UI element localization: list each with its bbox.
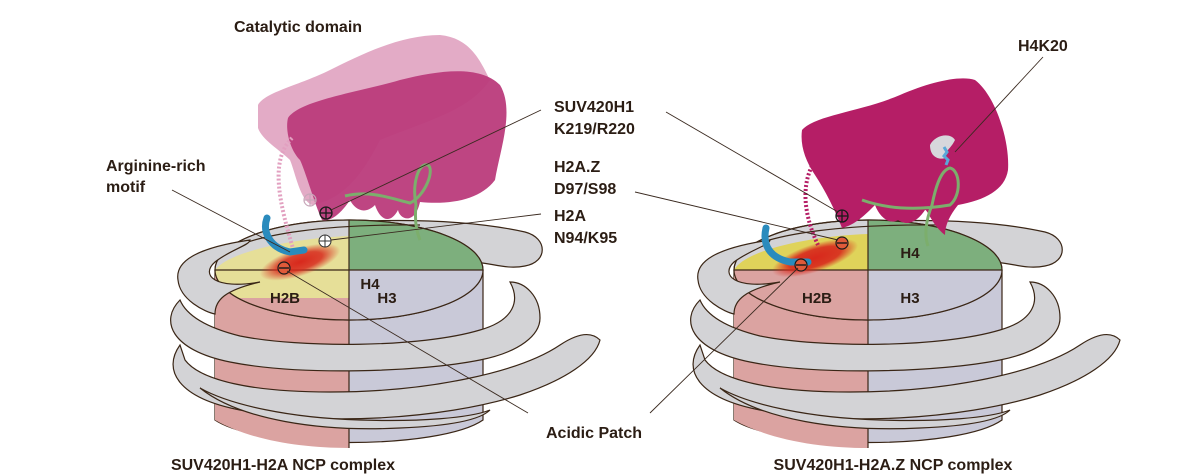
arginine-rich-motif-right [761,224,812,266]
label-h2b-right: H2B [802,290,832,307]
dna-strand-front-4 [199,387,491,430]
charge-positive-suv [319,206,333,220]
leader-lines [171,56,1044,414]
charge-positive-h2a [318,234,332,248]
label-acidic-patch: Acidic Patch [546,425,642,442]
active-site-pocket [930,135,955,159]
charge-positive-suv-right [835,209,849,223]
label-h3-right: H3 [900,290,919,307]
charge-negative-h2az [835,236,849,250]
left-panel: SUV420H1-H2A NCP complex H4 H2B H3 [170,35,601,474]
label-catalytic-domain: Catalytic domain [234,19,362,36]
label-arginine-rich-line2: motif [106,179,146,196]
h4k20-residue [942,146,950,166]
h4-tail-left [344,163,432,241]
label-h2b-left: H2B [270,290,300,307]
right-panel: SUV420H1-H2A.Z NCP complex H4 H2B H3 [690,78,1121,474]
dna-strand-front-1 [177,239,261,315]
label-arginine-rich-line1: Arginine-rich [106,158,206,175]
label-suv-line1: SUV420H1 [554,99,634,116]
catalytic-domain-left [287,71,507,221]
charge-positive-ghost [303,193,317,207]
label-h4-left: H4 [360,276,380,293]
label-h4-right: H4 [900,245,920,262]
label-h3-left: H3 [377,290,396,307]
label-h2a-line1: H2A [554,208,586,225]
dna-strand-front-2-right [690,281,1061,372]
panel-title-left: SUV420H1-H2A NCP complex [171,457,395,474]
dna-strand-front-4-right [719,387,1011,430]
label-h4k20: H4K20 [1018,38,1068,55]
acidic-patch-right [771,238,859,278]
linker-dotted-right [803,165,820,246]
label-suv-line2: K219/R220 [554,121,635,138]
annotation-labels: Catalytic domain Arginine-rich motif SUV… [106,19,1068,442]
label-h2az-line2: D97/S98 [554,181,616,198]
panel-title-right: SUV420H1-H2A.Z NCP complex [774,457,1013,474]
dna-strand-front-1-right [697,239,781,315]
dna-strand-front-2 [170,281,541,372]
label-h2a-line2: N94/K95 [554,230,617,247]
label-h2az-line1: H2A.Z [554,159,600,176]
linker-dotted [276,136,297,256]
h4-tail-right [861,166,960,247]
catalytic-domain-right [801,78,1009,235]
